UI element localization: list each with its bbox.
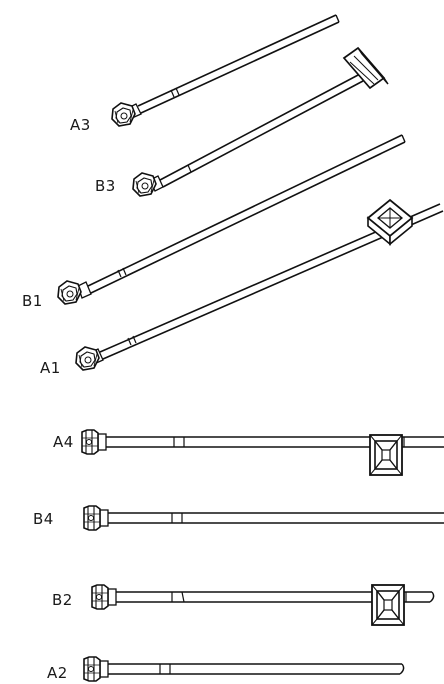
nut-icon xyxy=(83,505,101,531)
tube-a1 xyxy=(75,199,444,371)
label-b3: B3 xyxy=(95,177,116,195)
tube-a3 xyxy=(111,14,340,127)
clamp-icon xyxy=(371,584,405,626)
label-a1: A1 xyxy=(40,359,61,377)
label-a2: A2 xyxy=(47,664,68,682)
label-a4: A4 xyxy=(53,433,74,451)
nut-icon xyxy=(81,429,99,455)
tube-a2 xyxy=(83,656,405,682)
clamp-icon xyxy=(367,199,413,245)
nut-icon xyxy=(132,172,157,197)
clamp-icon xyxy=(369,434,403,476)
nut-icon xyxy=(111,102,136,127)
label-b1: B1 xyxy=(22,292,43,310)
nut-icon xyxy=(57,280,82,305)
label-b4: B4 xyxy=(33,510,54,528)
tube-a4 xyxy=(81,429,444,476)
tube-b2 xyxy=(91,584,435,626)
nut-icon xyxy=(75,346,100,371)
label-a3: A3 xyxy=(70,116,91,134)
label-b2: B2 xyxy=(52,591,73,609)
nut-icon xyxy=(91,584,109,610)
tube-b3 xyxy=(132,46,389,197)
tube-b4 xyxy=(83,505,444,531)
end-fitting-icon xyxy=(342,46,389,90)
tube-b1 xyxy=(57,134,406,305)
nut-icon xyxy=(83,656,101,682)
